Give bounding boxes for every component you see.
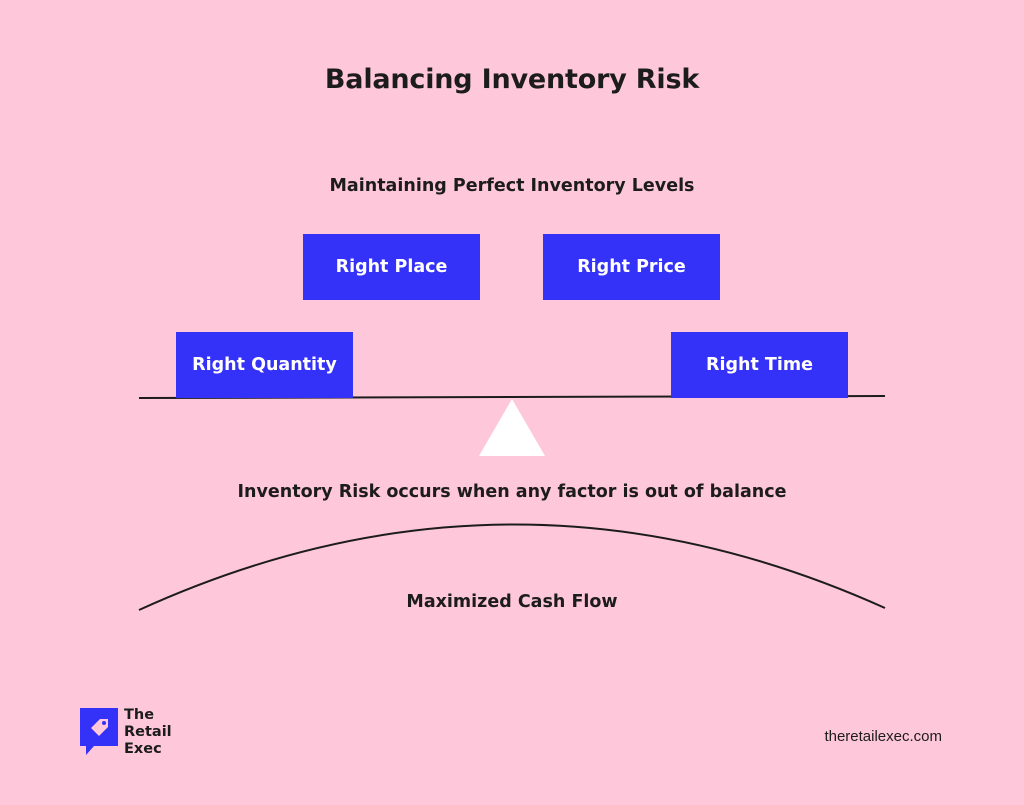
risk-statement: Inventory Risk occurs when any factor is… [237,482,787,502]
price-tag-icon [80,708,118,755]
logo-wordmark: The Retail Exec [124,707,172,758]
factor-right-time: Right Time [671,332,848,398]
factor-right-place: Right Place [303,234,480,300]
factor-right-quantity: Right Quantity [176,332,353,398]
logo-line-1: The [124,707,155,723]
factor-right-price: Right Price [543,234,720,300]
website-link[interactable]: theretailexec.com [824,728,942,745]
page-title: Balancing Inventory Risk [324,64,700,95]
subtitle: Maintaining Perfect Inventory Levels [329,176,695,196]
foundation-arc [138,523,886,611]
foundation-label: Maximized Cash Flow [406,592,618,612]
logo-line-2: Retail [124,724,172,740]
fulcrum-triangle [479,399,545,456]
logo-line-3: Exec [124,741,162,757]
brand-logo: The Retail Exec [80,707,180,768]
